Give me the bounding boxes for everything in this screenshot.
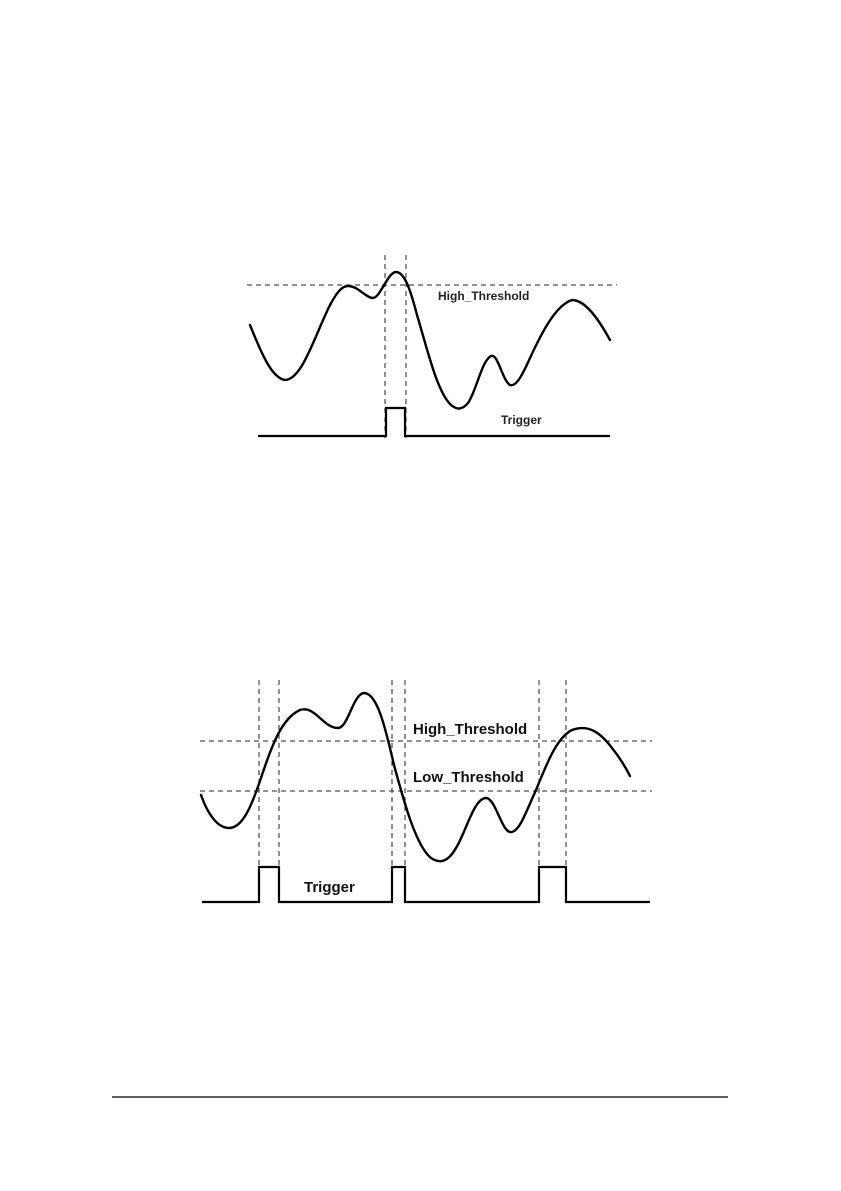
diagram-high-low-threshold: High_Threshold Low_Threshold Trigger	[200, 680, 652, 903]
diagram-high-threshold: High_Threshold Trigger	[247, 255, 617, 438]
low-threshold-label: Low_Threshold	[413, 769, 524, 786]
trigger-pulse-train	[202, 867, 650, 902]
high-threshold-label: High_Threshold	[438, 289, 529, 303]
signal-waveform	[250, 272, 610, 409]
trigger-label: Trigger	[304, 879, 355, 896]
trigger-pulse	[258, 408, 610, 436]
high-threshold-label: High_Threshold	[413, 721, 527, 738]
trigger-label: Trigger	[501, 413, 542, 427]
